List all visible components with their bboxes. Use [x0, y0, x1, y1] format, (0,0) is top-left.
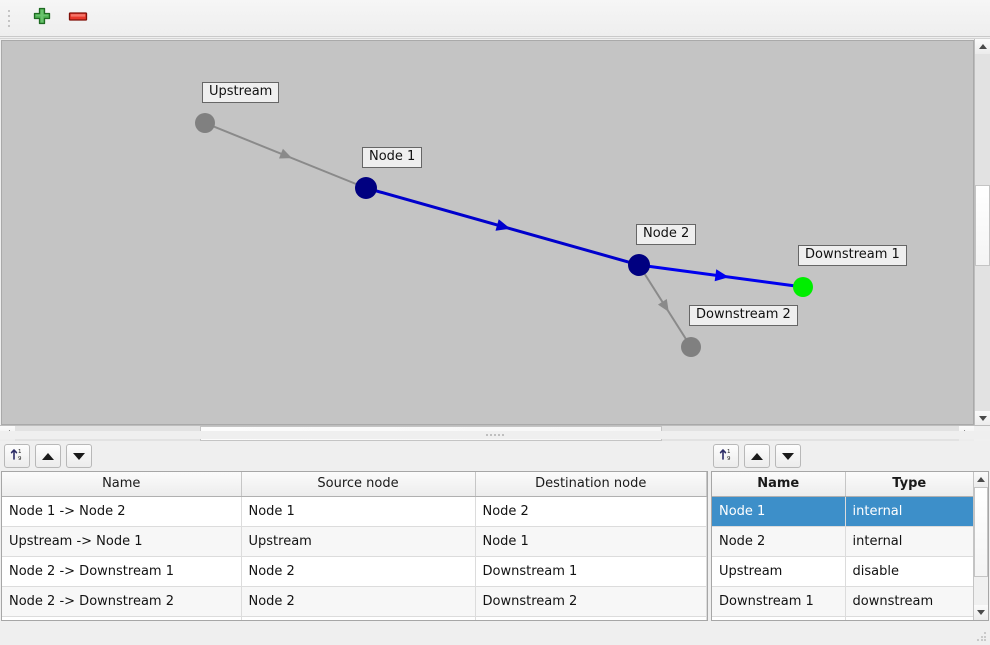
svg-text:9: 9	[18, 456, 22, 462]
nodes-move-up-button[interactable]	[744, 444, 770, 468]
nodes-table-toolbar: 1 9	[713, 442, 801, 470]
edges-empty-cell-2	[475, 616, 707, 620]
edges-cell-3-2[interactable]: Downstream 2	[475, 586, 707, 617]
edge-arrowhead-node2-downstream2	[657, 299, 669, 312]
edges-move-up-button[interactable]	[35, 444, 61, 468]
edges-cell-0-2[interactable]: Node 2	[475, 496, 707, 527]
triangle-down-icon	[73, 452, 85, 460]
nodes-sort-button[interactable]: 1 9	[713, 444, 739, 468]
graph-node-downstream1[interactable]	[793, 277, 813, 297]
graph-node-label-downstream1[interactable]: Downstream 1	[798, 245, 907, 266]
graph-node-label-node2[interactable]: Node 2	[636, 224, 697, 245]
graph-node-node2[interactable]	[628, 254, 650, 276]
nodes-cell-3-0[interactable]: Downstream 1	[712, 586, 846, 617]
sort-ascending-icon: 1 9	[9, 446, 25, 466]
svg-text:1: 1	[727, 449, 731, 455]
nodes-scroll-up-button[interactable]	[974, 472, 988, 487]
nodes-empty-cell-1	[845, 616, 974, 620]
edges-cell-2-1[interactable]: Node 2	[241, 556, 476, 587]
window-resize-grip[interactable]	[977, 632, 987, 642]
graph-vscroll-thumb[interactable]	[975, 185, 990, 266]
edges-cell-1-0[interactable]: Upstream -> Node 1	[2, 526, 242, 557]
edge-arrowhead-upstream-node1	[278, 148, 292, 159]
nodes-table-scrollbar[interactable]	[973, 472, 988, 620]
graph-node-label-downstream2[interactable]: Downstream 2	[689, 305, 798, 326]
graph-node-downstream2[interactable]	[681, 337, 701, 357]
edges-cell-0-0[interactable]: Node 1 -> Node 2	[2, 496, 242, 527]
edges-cell-2-2[interactable]: Downstream 1	[475, 556, 707, 587]
edges-table-toolbar: 1 9	[4, 442, 92, 470]
graph-edges-layer	[195, 113, 813, 357]
edges-cell-3-0[interactable]: Node 2 -> Downstream 2	[2, 586, 242, 617]
edges-empty-cell-1	[241, 616, 476, 620]
edges-table-empty-row[interactable]	[2, 616, 707, 620]
edges-column-header-0[interactable]: Name	[2, 472, 242, 497]
graph-vertical-scrollbar[interactable]	[974, 39, 990, 426]
triangle-down-icon	[782, 452, 794, 460]
remove-node-button[interactable]	[64, 4, 92, 32]
nodes-cell-3-1[interactable]: downstream	[845, 586, 974, 617]
edges-cell-1-1[interactable]: Upstream	[241, 526, 476, 557]
drag-grip[interactable]	[4, 6, 14, 30]
edges-column-header-2[interactable]: Destination node	[475, 472, 707, 497]
edges-cell-2-0[interactable]: Node 2 -> Downstream 1	[2, 556, 242, 587]
scroll-up-button[interactable]	[975, 39, 990, 54]
triangle-down-icon	[977, 610, 985, 615]
edges-column-header-1[interactable]: Source node	[241, 472, 476, 497]
green-plus-icon	[32, 6, 52, 30]
nodes-cell-2-0[interactable]: Upstream	[712, 556, 846, 587]
edges-sort-button[interactable]: 1 9	[4, 444, 30, 468]
add-node-button[interactable]	[28, 4, 56, 32]
nodes-scroll-down-button[interactable]	[974, 605, 988, 620]
edge-arrowhead-node2-downstream1	[714, 269, 729, 282]
nodes-cell-2-1[interactable]: disable	[845, 556, 974, 587]
nodes-move-down-button[interactable]	[775, 444, 801, 468]
main-toolbar	[0, 0, 990, 37]
graph-node-label-upstream[interactable]: Upstream	[202, 82, 280, 103]
edges-cell-1-2[interactable]: Node 1	[475, 526, 707, 557]
nodes-column-header-1[interactable]: Type	[845, 472, 974, 497]
sort-ascending-icon: 1 9	[718, 446, 734, 466]
triangle-up-icon	[42, 452, 54, 460]
edges-cell-0-1[interactable]: Node 1	[241, 496, 476, 527]
svg-text:9: 9	[727, 456, 731, 462]
svg-text:1: 1	[18, 449, 22, 455]
edges-move-down-button[interactable]	[66, 444, 92, 468]
graph-node-node1[interactable]	[355, 177, 377, 199]
panel-splitter[interactable]	[0, 431, 990, 439]
graph-node-label-node1[interactable]: Node 1	[362, 147, 423, 168]
triangle-up-icon	[751, 452, 763, 460]
graph-node-upstream[interactable]	[195, 113, 215, 133]
triangle-down-icon	[978, 416, 987, 421]
edge-arrowhead-node1-node2	[495, 219, 511, 231]
nodes-cell-0-0[interactable]: Node 1	[712, 496, 846, 527]
nodes-cell-0-1[interactable]: internal	[845, 496, 974, 527]
red-minus-icon	[67, 6, 89, 30]
scroll-down-button[interactable]	[975, 411, 990, 426]
nodes-empty-cell-0	[712, 616, 846, 620]
nodes-scroll-thumb[interactable]	[974, 487, 988, 577]
triangle-up-icon	[977, 477, 985, 482]
nodes-table-empty-row[interactable]	[712, 616, 974, 620]
nodes-cell-1-0[interactable]: Node 2	[712, 526, 846, 557]
edges-empty-cell-0	[2, 616, 242, 620]
edges-cell-3-1[interactable]: Node 2	[241, 586, 476, 617]
triangle-up-icon	[978, 44, 987, 49]
nodes-column-header-0[interactable]: Name	[712, 472, 846, 497]
nodes-cell-1-1[interactable]: internal	[845, 526, 974, 557]
